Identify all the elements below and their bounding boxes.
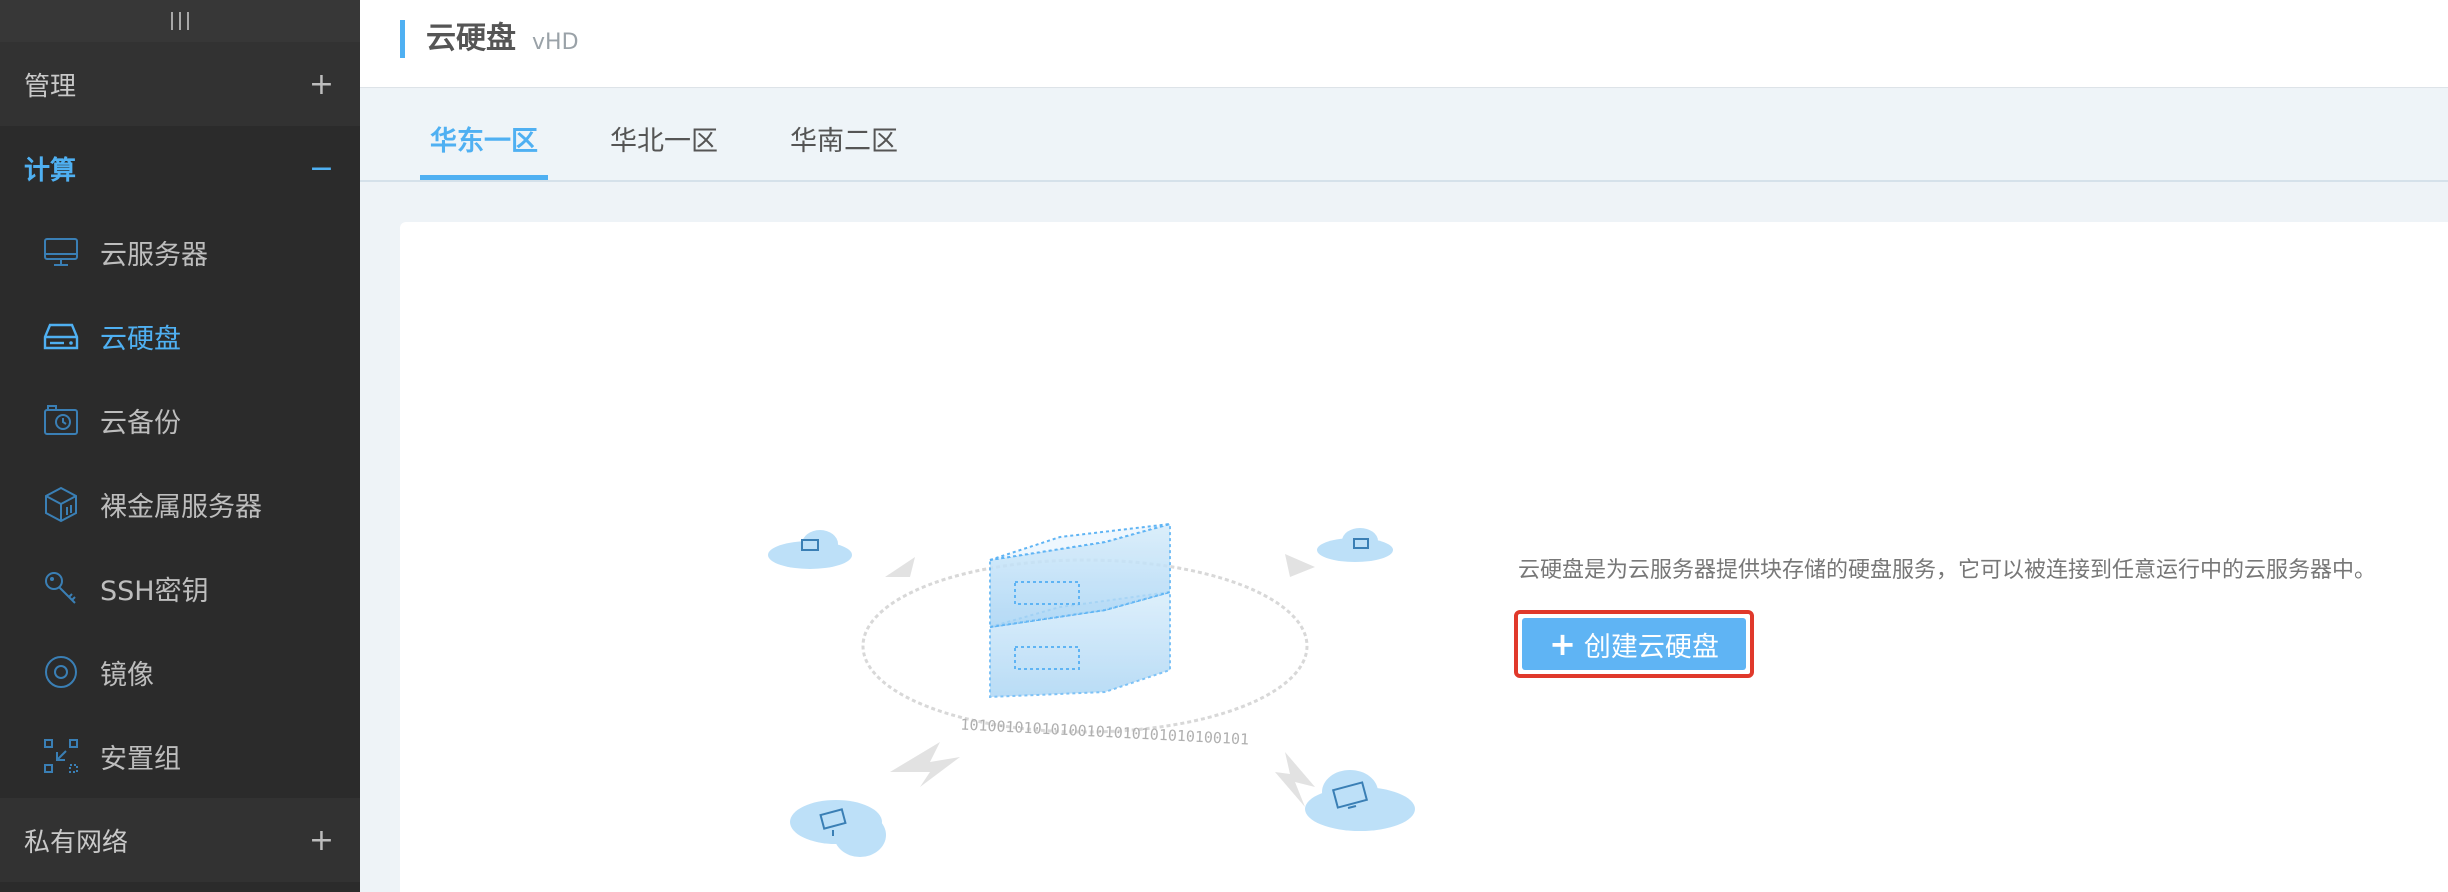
sidebar-item-label: 云服务器 [100,239,208,271]
cloud-top-right-icon [1317,528,1393,562]
empty-state-description: 云硬盘是为云服务器提供块存储的硬盘服务，它可以被连接到任意运行中的云服务器中。 [1518,558,2377,583]
cloud-top-left-icon [768,530,852,569]
sidebar-item-cloud-backup[interactable]: 云备份 [0,378,360,462]
monitor-icon [42,233,80,271]
plus-icon: + [1549,625,1576,663]
placement-group-icon [42,737,80,775]
sidebar-item-label: 云备份 [100,407,181,439]
plus-icon: + [308,66,334,102]
binary-ring-text: 10100101010100101010101010100101 [960,715,1250,748]
create-disk-button-inner[interactable]: + 创建云硬盘 [1522,618,1746,670]
disk-illustration: 10100101010100101010101010100101 [768,522,1415,857]
sidebar-item-label: 镜像 [100,659,154,691]
sidebar-item-label: 安置组 [100,743,181,775]
title-accent-bar [400,20,405,58]
sidebar-item-label: SSH密钥 [100,575,209,607]
sidebar-item-placement-group[interactable]: 安置组 [0,714,360,798]
cloud-bottom-right-icon [1305,770,1415,831]
region-tabs: 华东一区 华北一区 华南二区 [360,89,2448,182]
cloud-bottom-left-icon [790,800,886,857]
cube-server-icon [42,485,80,523]
sidebar-item-label: 云硬盘 [100,323,181,355]
sidebar-section-label: 管理 [24,71,77,102]
sidebar-section-private-network[interactable]: 私有网络 + [0,798,360,882]
sidebar: 管理 + 计算 − 云服务器 云硬盘 云备份 裸金属服务器 SSH密钥 [0,0,360,892]
sidebar-collapse-handle[interactable] [0,0,360,42]
page-subtitle: vHD [532,30,579,55]
sidebar-item-cloud-server[interactable]: 云服务器 [0,210,360,294]
disc-icon [42,653,80,691]
tab-east-china-1[interactable]: 华东一区 [420,119,548,180]
sidebar-section-management[interactable]: 管理 + [0,42,360,126]
sidebar-item-cloud-disk[interactable]: 云硬盘 [0,294,360,378]
sidebar-item-image[interactable]: 镜像 [0,630,360,714]
sidebar-item-bare-metal[interactable]: 裸金属服务器 [0,462,360,546]
disk-stack [989,522,1171,699]
minus-icon: − [308,150,334,186]
plus-icon: + [308,822,334,858]
hard-disk-icon [42,317,80,355]
sidebar-section-label: 计算 [24,155,77,186]
page-header: 云硬盘 vHD [360,0,2448,88]
sidebar-section-label: 私有网络 [24,827,129,858]
page-title: 云硬盘 [426,21,516,56]
tab-north-china-1[interactable]: 华北一区 [610,126,718,157]
sidebar-section-compute[interactable]: 计算 − [0,126,360,210]
create-disk-button[interactable]: + 创建云硬盘 [1514,610,1754,678]
sidebar-item-ssh-key[interactable]: SSH密钥 [0,546,360,630]
backup-camera-icon [42,401,80,439]
empty-state-card: 10100101010100101010101010100101 [400,222,2448,892]
key-icon [42,569,80,607]
create-disk-button-label: 创建云硬盘 [1583,631,1719,663]
sidebar-item-label: 裸金属服务器 [100,491,262,523]
tab-south-china-2[interactable]: 华南二区 [790,126,898,157]
